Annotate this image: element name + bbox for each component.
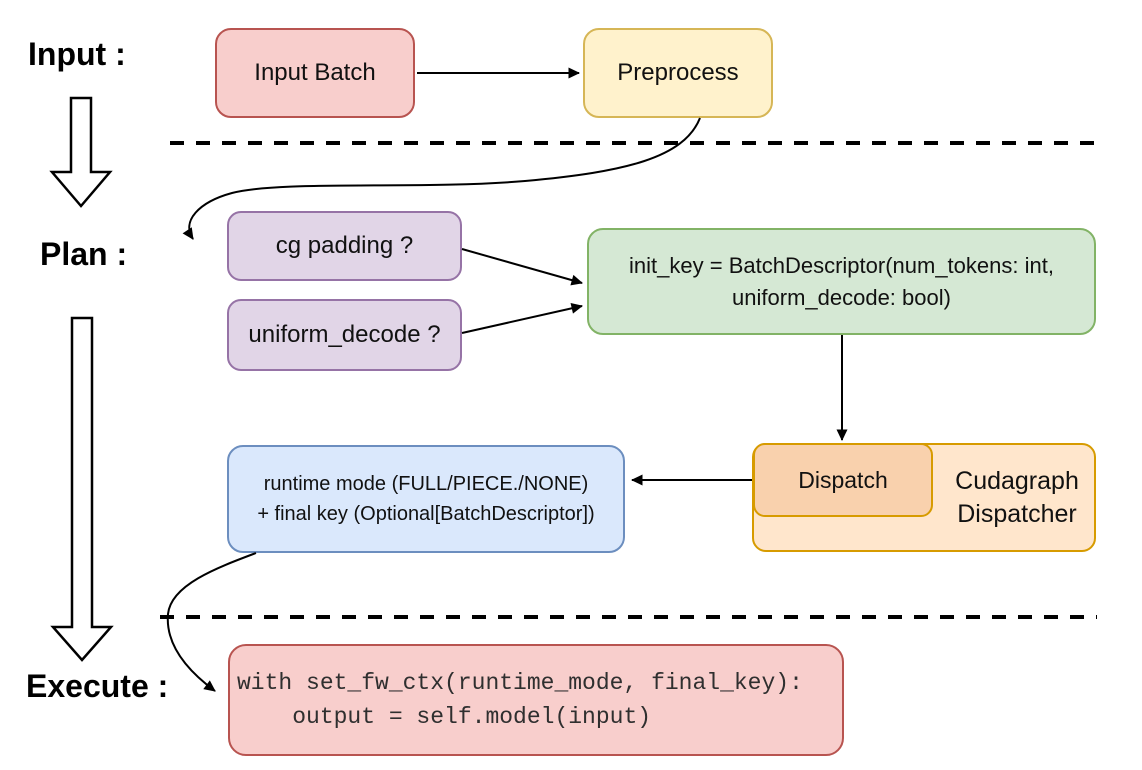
node-cudagraph-dispatcher-line1: Cudagraph xyxy=(955,466,1079,495)
node-init-key-line2: uniform_decode: bool) xyxy=(732,284,951,310)
node-runtime-mode: runtime mode (FULL/PIECE./NONE) + final … xyxy=(227,445,625,553)
arrow-cgpadding-to-initkey xyxy=(461,248,583,286)
stage-label-plan: Plan : xyxy=(40,236,128,272)
node-execute-code: with set_fw_ctx(runtime_mode, final_key)… xyxy=(228,644,844,756)
execute-code-line1: with set_fw_ctx(runtime_mode, final_key)… xyxy=(237,669,803,696)
node-preprocess: Preprocess xyxy=(583,28,773,118)
execute-code-line2: output = self.model(input) xyxy=(237,704,652,730)
stage-arrow-plan-to-execute-icon xyxy=(50,316,114,662)
node-cudagraph-dispatcher-line2: Dispatcher xyxy=(957,499,1077,528)
node-preprocess-label: Preprocess xyxy=(617,59,739,86)
node-cg-padding: cg padding ? xyxy=(227,211,462,281)
node-uniform-decode: uniform_decode ? xyxy=(227,299,462,371)
stage-label-input: Input : xyxy=(28,36,126,72)
node-cudagraph-dispatcher-label: Cudagraph Dispatcher xyxy=(936,445,1098,550)
node-runtime-mode-line2: + final key (Optional[BatchDescriptor]) xyxy=(257,503,595,525)
node-dispatch-label: Dispatch xyxy=(798,466,888,493)
node-input-batch: Input Batch xyxy=(215,28,415,118)
node-input-batch-label: Input Batch xyxy=(254,59,376,86)
node-cg-padding-label: cg padding ? xyxy=(275,232,414,259)
stage-arrow-input-to-plan-icon xyxy=(49,96,113,208)
node-init-key: init_key = BatchDescriptor(num_tokens: i… xyxy=(587,228,1096,335)
arrow-uniformdecode-to-initkey xyxy=(461,302,583,334)
node-dispatch: Dispatch xyxy=(753,443,933,517)
node-init-key-line1: init_key = BatchDescriptor(num_tokens: i… xyxy=(629,252,1054,278)
node-runtime-mode-line1: runtime mode (FULL/PIECE./NONE) xyxy=(263,473,589,495)
node-uniform-decode-label: uniform_decode ? xyxy=(248,321,441,348)
stage-label-execute: Execute : xyxy=(26,668,169,704)
